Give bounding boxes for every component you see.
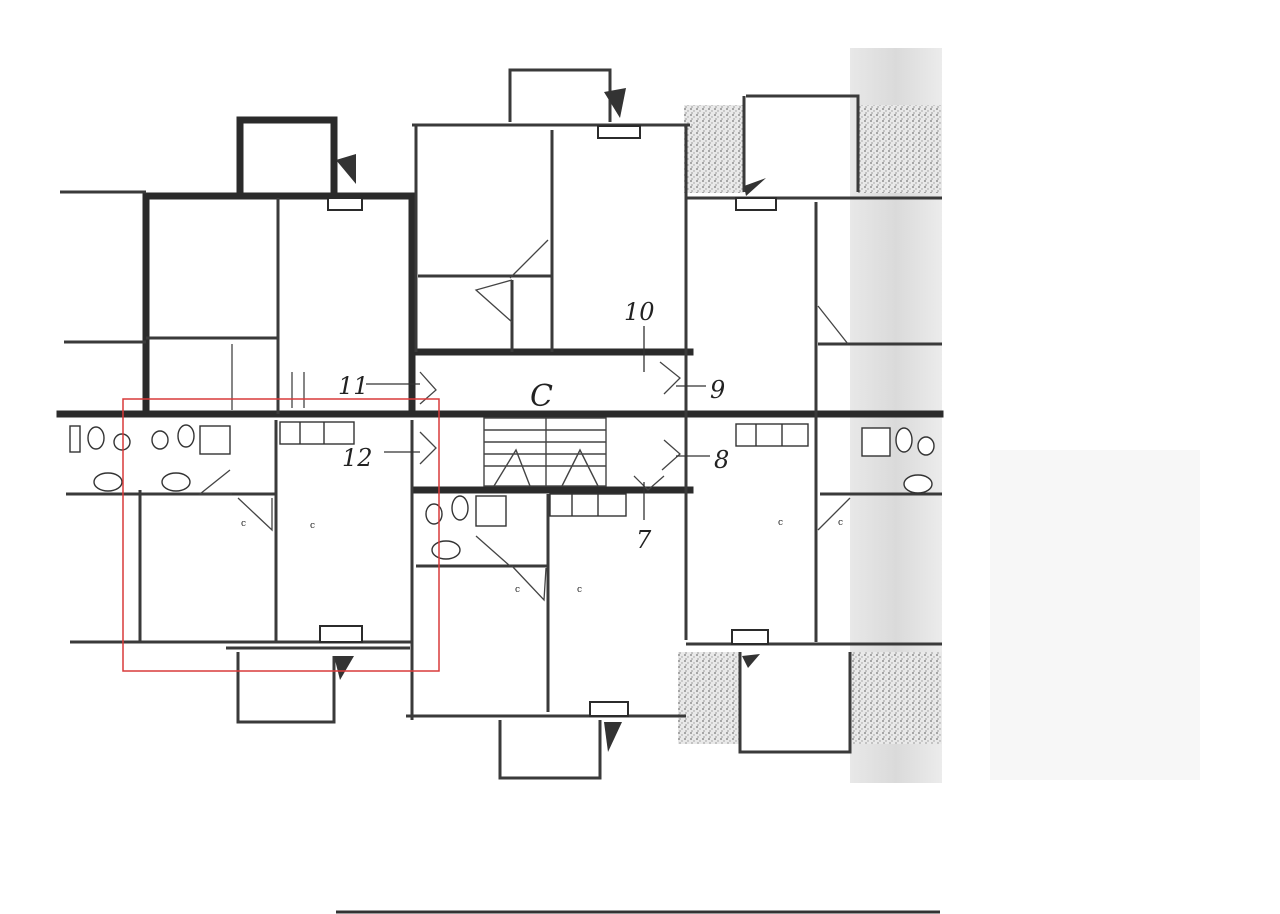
terraces-right: [678, 105, 942, 744]
label-12: 12: [342, 444, 373, 472]
label-7: 7: [636, 526, 652, 554]
room-tag: c: [778, 518, 783, 528]
room-tag: c: [310, 521, 315, 531]
bathroom-fixtures: [69, 424, 935, 560]
label-9: 9: [710, 376, 725, 404]
label-8: 8: [714, 446, 729, 474]
hall-label: C: [530, 379, 553, 414]
room-tag: c: [577, 585, 582, 595]
highlight-box: [122, 398, 440, 672]
label-11: 11: [338, 372, 369, 400]
door-swings: [198, 239, 851, 602]
room-tag: c: [241, 519, 246, 529]
page-edge-blank: [990, 450, 1200, 780]
label-10: 10: [624, 298, 655, 326]
window-markers: [334, 88, 766, 752]
staircase: [483, 417, 607, 487]
kitchen-counters: [279, 421, 809, 517]
room-tag: c: [838, 518, 843, 528]
walls-thin: [60, 68, 942, 780]
annotation-leaders: [366, 326, 710, 520]
room-tag: c: [515, 585, 520, 595]
door-sills: [319, 125, 777, 717]
